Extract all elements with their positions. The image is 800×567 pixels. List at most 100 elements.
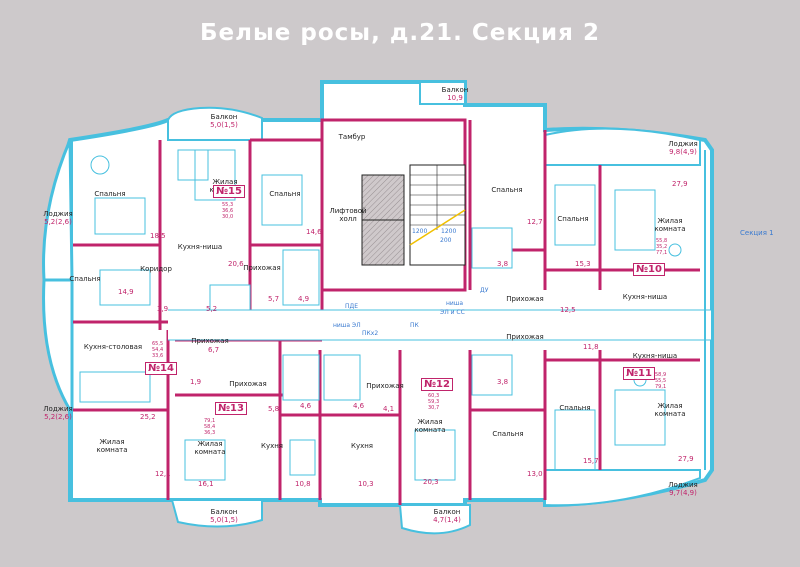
- balcony-label: Балкон: [441, 86, 469, 94]
- room-label-bedroom: Спальня: [557, 215, 589, 223]
- room-label-living: Жилая: [212, 178, 238, 186]
- room-area: 15,3: [575, 260, 591, 268]
- loggia-area: 5,2(2,6): [44, 413, 72, 421]
- room-area: 5,2: [206, 305, 218, 313]
- room-area: 4,6: [300, 402, 312, 410]
- room-area: 14,9: [118, 288, 134, 296]
- room-label-bedroom: Спальня: [269, 190, 301, 198]
- room-label-kitchen: Кухня: [350, 442, 374, 450]
- code-label: ПКх2: [362, 330, 379, 337]
- loggia-label: Лоджия: [668, 481, 698, 489]
- common-corridor: [168, 310, 713, 340]
- room-area: 27,9: [678, 455, 694, 463]
- balcony-area: 10,9: [447, 94, 463, 102]
- room-label-corridor: Коридор: [140, 265, 172, 273]
- code-label: ПК: [410, 322, 419, 329]
- room-area: 20,6: [228, 260, 244, 268]
- bathroom-fixtures: [177, 149, 513, 401]
- page-title: Белые росы, д.21. Секция 2: [200, 20, 600, 46]
- dimension-label: 1200: [441, 228, 457, 235]
- loggia-label: Лоджия: [43, 210, 73, 218]
- room-area: 25,2: [140, 413, 156, 421]
- balcony-area: 4,7(1,4): [433, 516, 461, 524]
- room-label-hall: Прихожая: [191, 337, 229, 345]
- loggia-area: 9,8(4,9): [669, 148, 697, 156]
- room-area: 5,7: [268, 295, 280, 303]
- room-label-hall: Прихожая: [243, 264, 281, 272]
- section-label: Секция 1: [740, 229, 774, 237]
- room-label-bedroom: Спальня: [94, 190, 126, 198]
- room-area: 4,9: [298, 295, 310, 303]
- room-label-living-2: комната: [194, 448, 226, 456]
- loggia-area: 9,7(4,9): [669, 489, 697, 497]
- apartment-badge-10: №10: [633, 263, 665, 276]
- room-label-living: Жилая: [417, 418, 443, 426]
- apartment-badge-14: №14: [145, 362, 177, 375]
- apartment-badge-11: №11: [623, 367, 655, 380]
- room-label-bedroom: Спальня: [491, 186, 523, 194]
- room-area: 15,7: [583, 457, 599, 465]
- room-label-living: Жилая: [197, 440, 223, 448]
- room-label-living: Жилая: [657, 402, 683, 410]
- loggia-right-top: [544, 127, 701, 166]
- room-area: 12,5: [560, 306, 576, 314]
- room-area: 10,8: [295, 480, 311, 488]
- room-label-hall: Прихожая: [229, 380, 267, 388]
- room-label-bedroom: Спальня: [69, 275, 101, 283]
- room-label-hall: Прихожая: [506, 295, 544, 303]
- room-area: 3,8: [497, 378, 509, 386]
- balcony-label: Балкон: [210, 508, 238, 516]
- balcony-top-left: [167, 106, 263, 141]
- furniture: [79, 149, 682, 481]
- room-area: 16,1: [198, 480, 214, 488]
- room-label-kitchen-dining: Кухня-столовая: [83, 343, 143, 351]
- room-label-kitchen-niche: Кухня-ниша: [622, 293, 668, 301]
- loggia-label: Лоджия: [43, 405, 73, 413]
- room-area: 4,6: [353, 402, 365, 410]
- apartment-badge-15: №15: [213, 185, 245, 198]
- apartment-badge-13: №13: [215, 402, 247, 415]
- loggia-label: Лоджия: [668, 140, 698, 148]
- room-area: 1,9: [190, 378, 202, 386]
- room-label-living-2: комната: [654, 410, 686, 418]
- room-area: 12,7: [527, 218, 543, 226]
- loggia-area: 5,2(2,6): [44, 218, 72, 226]
- stair-core: [320, 118, 467, 292]
- balcony-area: 5,0(1,5): [210, 121, 238, 129]
- balcony-area: 5,0(1,5): [210, 516, 238, 524]
- code-label: ниша ЭЛ: [333, 322, 361, 329]
- apartment-badge-12: №12: [421, 378, 453, 391]
- room-area: 5,8: [268, 405, 280, 413]
- room-label-bedroom: Спальня: [492, 430, 524, 438]
- room-label-kitchen-niche: Кухня-ниша: [177, 243, 223, 251]
- room-area: 18,5: [150, 232, 166, 240]
- room-area: 20,3: [423, 478, 439, 486]
- window-strips: [71, 140, 713, 500]
- room-area: 4,1: [383, 405, 395, 413]
- room-label-living-2: комната: [96, 446, 128, 454]
- room-area: 27,9: [672, 180, 688, 188]
- balcony-label: Балкон: [433, 508, 461, 516]
- balcony-bottom-mid: [398, 504, 471, 535]
- room-label-living-2: комната: [654, 225, 686, 233]
- room-area: 11,8: [583, 343, 599, 351]
- room-label-kitchen-niche: Кухня-ниша: [632, 352, 678, 360]
- room-area: 10,3: [358, 480, 374, 488]
- code-label: ЭЛ и СС: [440, 309, 465, 316]
- room-label-hall: Прихожая: [366, 382, 404, 390]
- room-area: 6,7: [208, 346, 220, 354]
- room-area: 3,8: [497, 260, 509, 268]
- dimension-label: 1200: [412, 228, 428, 235]
- loggia-right-bottom: [544, 469, 701, 507]
- room-area: 3,9: [157, 305, 169, 313]
- room-label-living: Жилая: [657, 217, 683, 225]
- room-label-hall: Прихожая: [506, 333, 544, 341]
- room-label-lift-hall: Лифтовой: [329, 207, 367, 215]
- room-area: 12,1: [155, 470, 171, 478]
- room-label-bedroom: Спальня: [559, 404, 591, 412]
